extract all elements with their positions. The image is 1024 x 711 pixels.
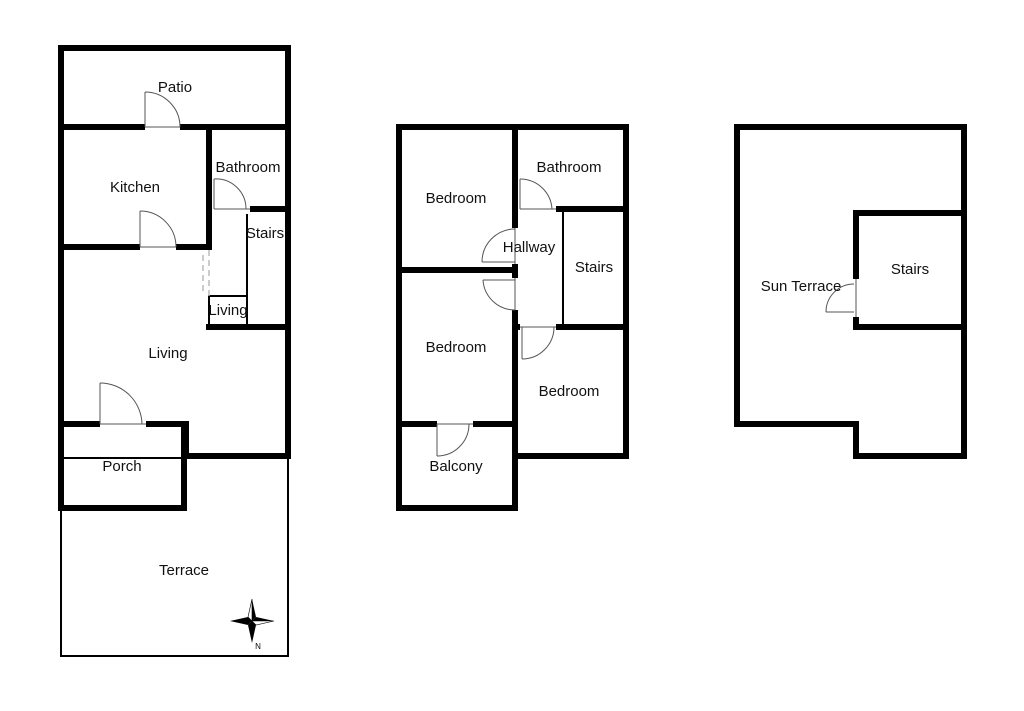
room-label-bathroom: Bathroom xyxy=(215,159,280,176)
room-label-bedroom-3: Bedroom xyxy=(539,383,600,400)
first-bathroom-door xyxy=(519,178,556,214)
terrace-outline xyxy=(60,457,289,657)
compass-label: N xyxy=(255,642,261,651)
room-label-roof-stairs: Stairs xyxy=(891,261,929,278)
room-label-patio: Patio xyxy=(158,79,192,96)
room-label-living-nook: Living xyxy=(208,302,247,319)
porch-door xyxy=(99,382,146,429)
compass-icon xyxy=(230,598,275,643)
kitchen-door xyxy=(139,210,177,252)
first-bedroom1-door xyxy=(481,228,520,264)
first-balcony-door xyxy=(436,419,473,457)
roof-stairs-door xyxy=(825,279,861,317)
first-bedroom2-door xyxy=(482,278,520,311)
room-label-bedroom-1: Bedroom xyxy=(426,190,487,207)
bathroom-door xyxy=(213,178,250,214)
patio-door xyxy=(144,91,181,132)
ground-outer-wall xyxy=(58,45,291,511)
ground-floor: N Patio Kitchen Bathroom Stairs Living L… xyxy=(58,45,291,657)
roof-outer-wall xyxy=(734,124,967,459)
room-label-balcony: Balcony xyxy=(429,458,483,475)
room-label-first-bathroom: Bathroom xyxy=(536,159,601,176)
first-bedroom3-door xyxy=(520,322,556,360)
roof-stairs-wall xyxy=(853,210,967,330)
room-label-porch: Porch xyxy=(102,458,141,475)
first-floor: Bedroom Bathroom Hallway Stairs Bedroom … xyxy=(396,124,629,511)
room-label-living: Living xyxy=(148,345,187,362)
living-nook-box xyxy=(208,295,248,328)
room-label-sun-terrace: Sun Terrace xyxy=(761,278,842,295)
room-label-first-stairs: Stairs xyxy=(575,259,613,276)
room-label-terrace: Terrace xyxy=(159,562,209,579)
room-label-bedroom-2: Bedroom xyxy=(426,339,487,356)
roof-floor: Sun Terrace Stairs xyxy=(734,124,967,459)
room-label-kitchen: Kitchen xyxy=(110,179,160,196)
room-label-hallway: Hallway xyxy=(503,239,556,256)
room-label-stairs: Stairs xyxy=(246,225,284,242)
